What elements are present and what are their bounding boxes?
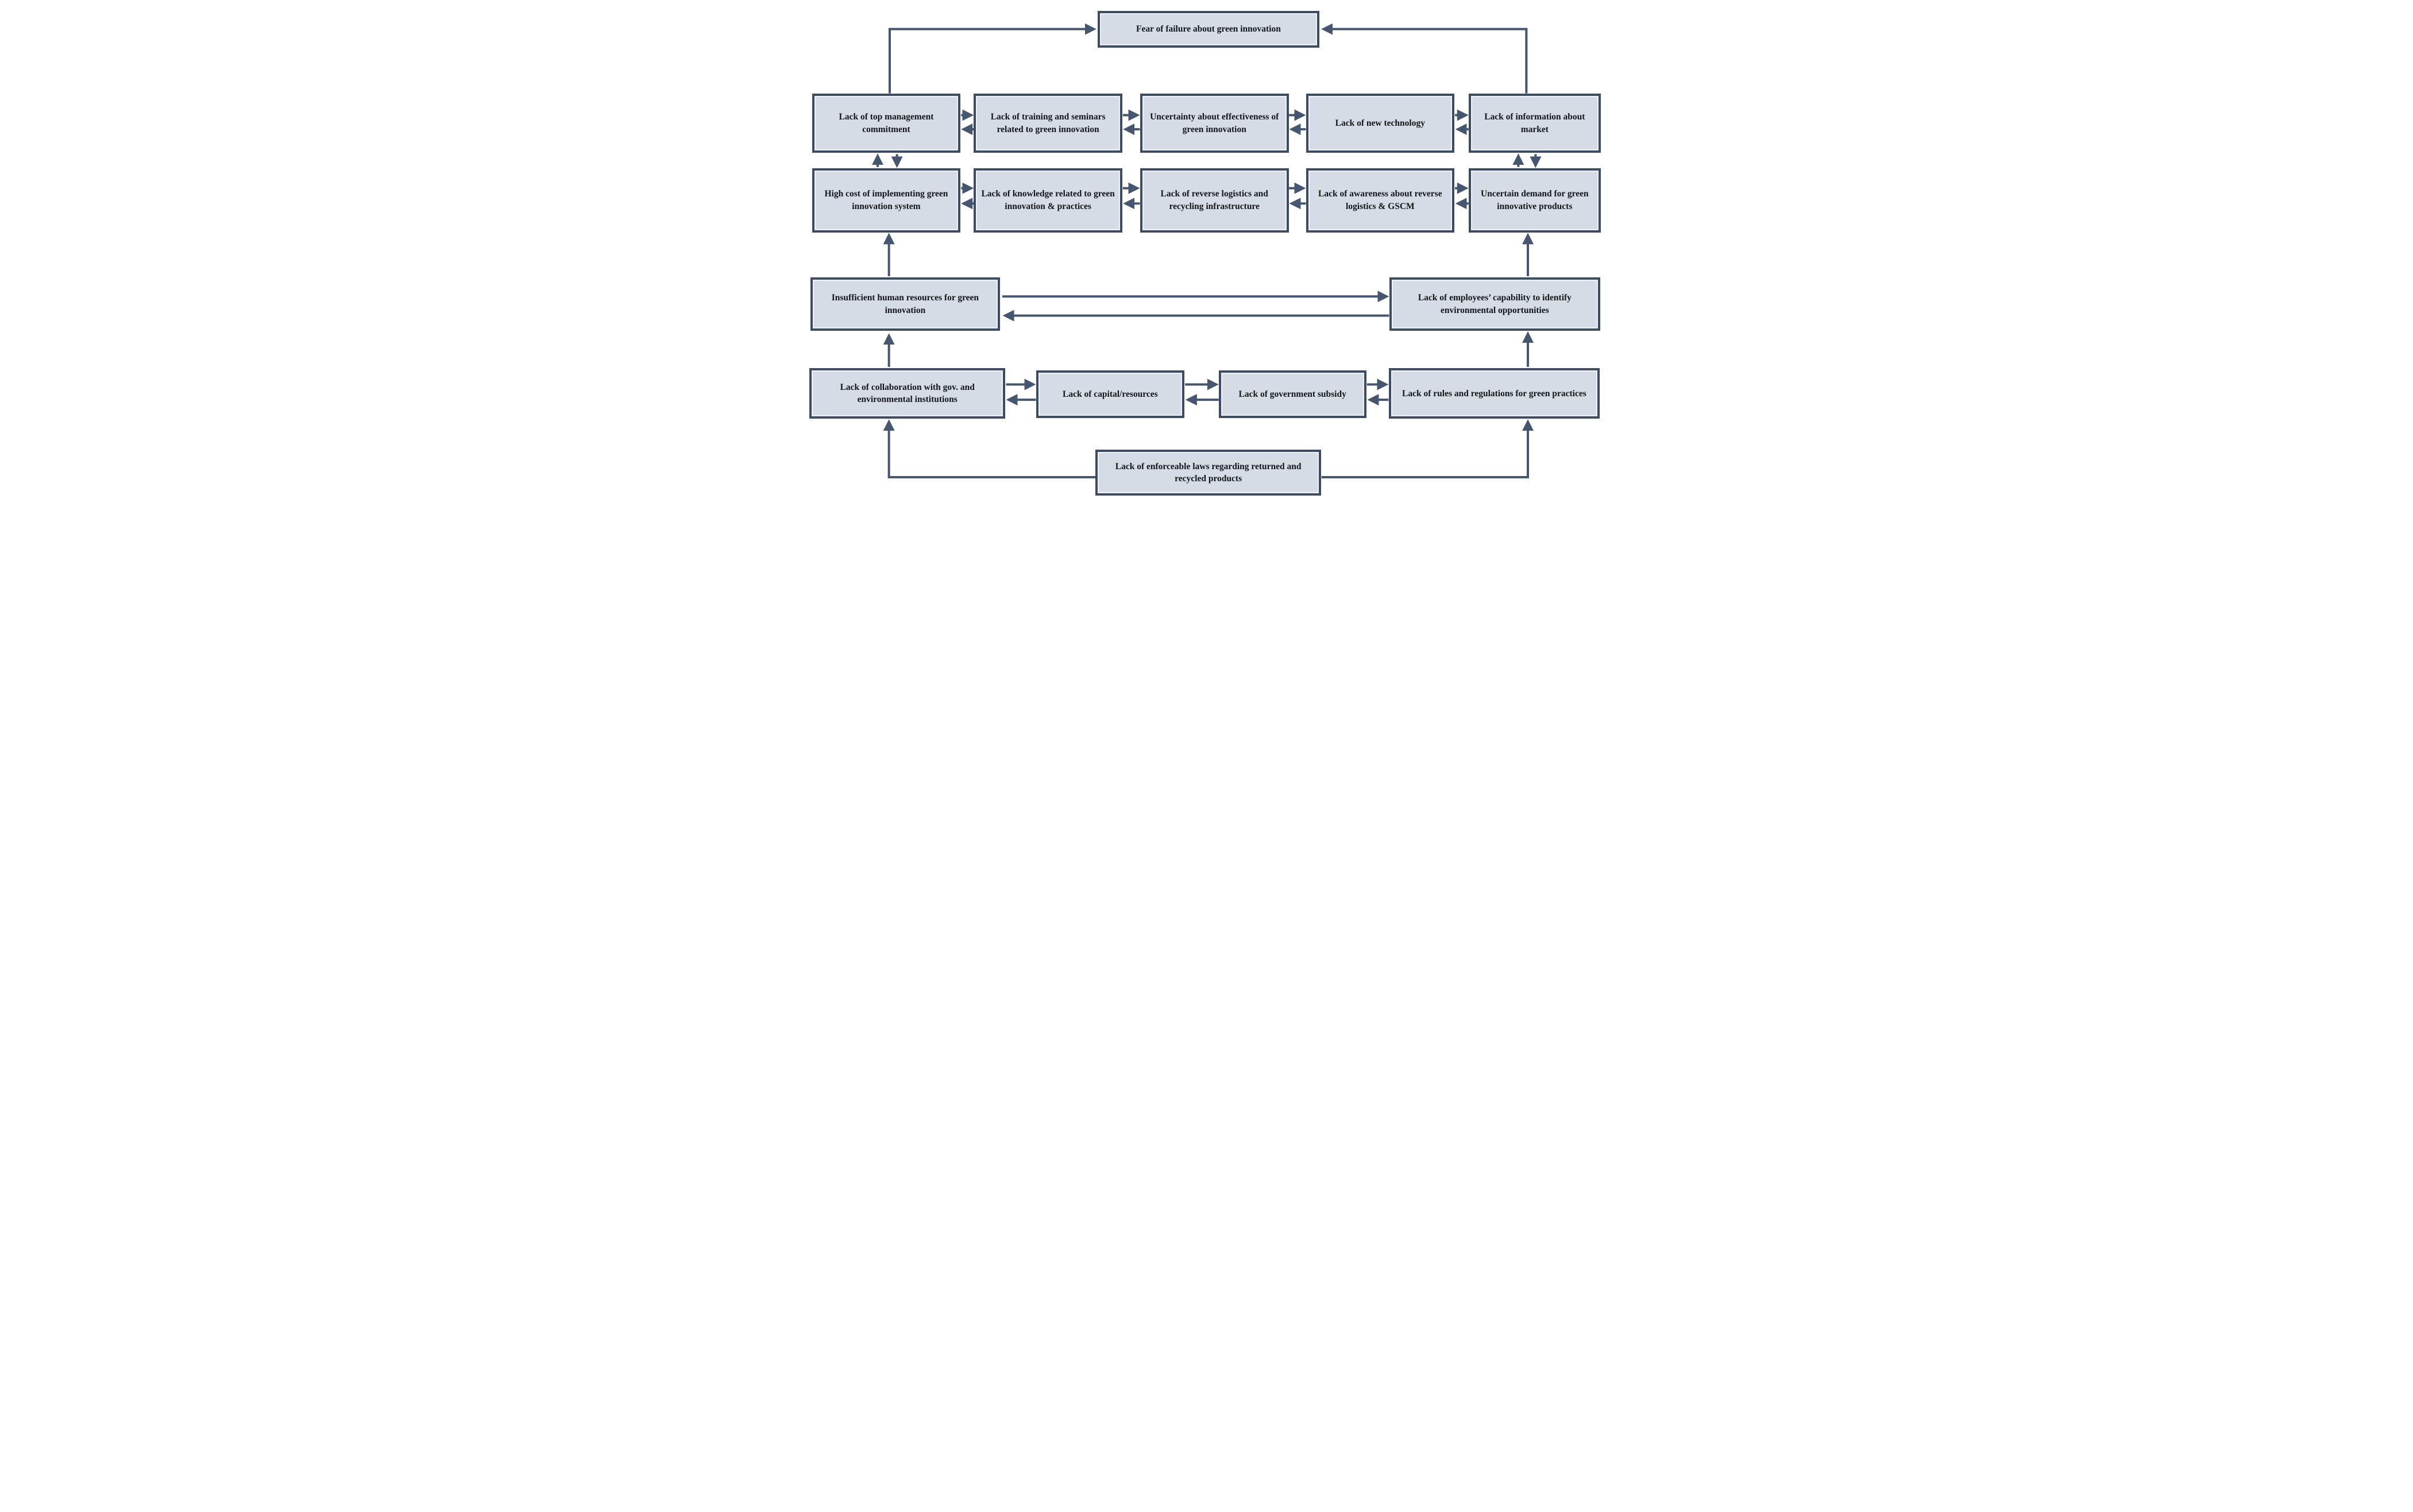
node-capital-resources: Lack of capital/resources bbox=[1036, 370, 1184, 419]
arrow-information-market-to-fear bbox=[1321, 23, 1527, 94]
node-enforceable-laws: Lack of enforceable laws regarding retur… bbox=[1095, 450, 1322, 496]
arrow-top-management-to-fear bbox=[888, 23, 1097, 94]
node-label: Lack of information about market bbox=[1484, 112, 1585, 134]
node-employees-capability: Lack of employees’ capability to identif… bbox=[1389, 277, 1601, 331]
node-label: Lack of top management commitment bbox=[839, 112, 934, 134]
node-uncertain-demand: Uncertain demand for green innovative pr… bbox=[1468, 168, 1601, 233]
node-label: Lack of reverse logistics and recycling … bbox=[1160, 189, 1268, 211]
node-training-seminars: Lack of training and seminars related to… bbox=[974, 94, 1122, 153]
node-knowledge-green-innovation: Lack of knowledge related to green innov… bbox=[974, 168, 1122, 233]
node-new-technology: Lack of new technology bbox=[1306, 94, 1454, 153]
diagram-canvas: Fear of failure about green innovation L… bbox=[804, 0, 1609, 504]
node-label: High cost of implementing green innovati… bbox=[824, 189, 948, 211]
node-label: Lack of government subsidy bbox=[1238, 389, 1346, 399]
node-label: Insufficient human resources for green i… bbox=[831, 293, 979, 315]
connector-layer bbox=[871, 23, 1541, 479]
node-label: Lack of new technology bbox=[1335, 118, 1425, 129]
node-collaboration-gov: Lack of collaboration with gov. and envi… bbox=[809, 368, 1006, 419]
node-high-cost-implementing: High cost of implementing green innovati… bbox=[812, 168, 961, 233]
node-label: Lack of capital/resources bbox=[1063, 389, 1158, 399]
node-label: Lack of employees’ capability to identif… bbox=[1418, 293, 1572, 315]
node-label: Lack of collaboration with gov. and envi… bbox=[840, 382, 975, 405]
node-label: Lack of awareness about reverse logistic… bbox=[1318, 189, 1442, 211]
node-reverse-logistics-infrastructure: Lack of reverse logistics and recycling … bbox=[1140, 168, 1289, 233]
node-top-management-commitment: Lack of top management commitment bbox=[812, 94, 961, 153]
node-label: Lack of training and seminars related to… bbox=[990, 112, 1106, 134]
node-label: Lack of enforceable laws regarding retur… bbox=[1115, 461, 1302, 484]
node-label: Uncertainty about effectiveness of green… bbox=[1150, 112, 1279, 134]
node-fear-of-failure: Fear of failure about green innovation bbox=[1097, 10, 1320, 48]
node-rules-regulations: Lack of rules and regulations for green … bbox=[1388, 368, 1600, 419]
node-insufficient-human-resources: Insufficient human resources for green i… bbox=[810, 277, 1000, 331]
node-government-subsidy: Lack of government subsidy bbox=[1218, 370, 1366, 419]
node-label: Lack of knowledge related to green innov… bbox=[981, 189, 1115, 211]
arrow-enforceable-laws-to-collaboration bbox=[883, 419, 1096, 479]
node-label: Uncertain demand for green innovative pr… bbox=[1481, 189, 1589, 211]
node-information-about-market: Lack of information about market bbox=[1468, 94, 1601, 153]
node-label: Fear of failure about green innovation bbox=[1136, 24, 1281, 34]
node-uncertainty-effectiveness: Uncertainty about effectiveness of green… bbox=[1140, 94, 1289, 153]
node-label: Lack of rules and regulations for green … bbox=[1402, 388, 1586, 399]
arrow-enforceable-laws-to-rules bbox=[1321, 419, 1534, 479]
node-awareness-reverse-logistics-gscm: Lack of awareness about reverse logistic… bbox=[1306, 168, 1454, 233]
